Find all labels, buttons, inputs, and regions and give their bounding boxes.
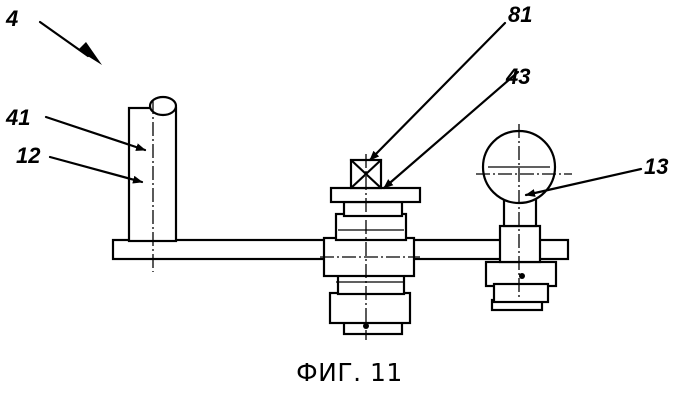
label-41: 41 bbox=[6, 107, 30, 129]
label-12: 12 bbox=[16, 145, 40, 167]
view-direction-arrow bbox=[40, 22, 102, 65]
label-4: 4 bbox=[6, 8, 18, 30]
right-wheel-assembly bbox=[476, 124, 572, 310]
label-13: 13 bbox=[644, 156, 668, 178]
figure-caption: ФИГ. 11 bbox=[0, 358, 699, 387]
label-43: 43 bbox=[506, 66, 530, 88]
label-81: 81 bbox=[508, 4, 532, 26]
central-hub bbox=[320, 154, 420, 340]
